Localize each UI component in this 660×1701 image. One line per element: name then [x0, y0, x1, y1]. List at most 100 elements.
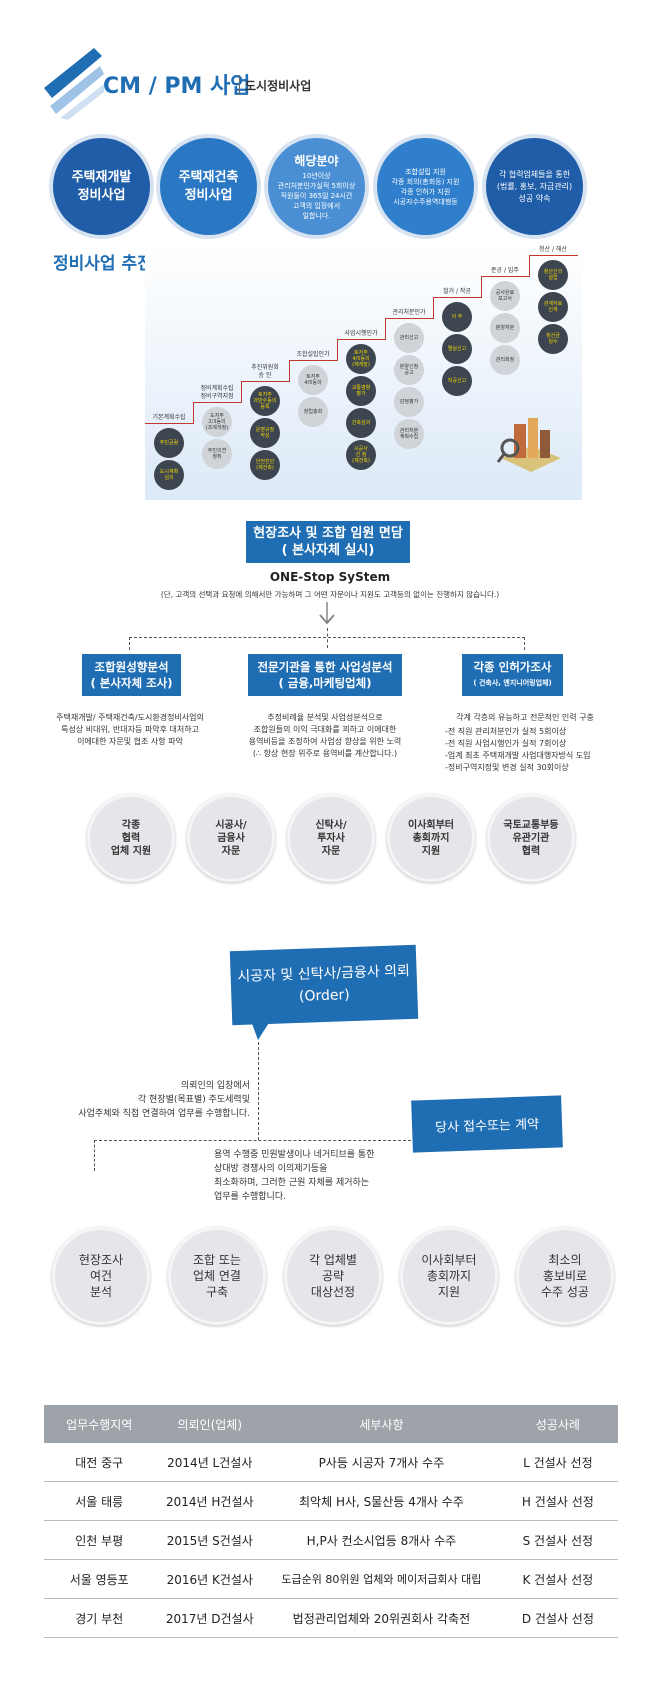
analysis-line2: ( 금융,마케팅업체): [278, 676, 372, 690]
process-step-label: 사업시행인가: [344, 330, 378, 337]
table-cell: 2015년 S건설사: [154, 1520, 266, 1560]
contract-label: 당사 접수또는 계약: [434, 1116, 540, 1136]
circle-promise: 각 협력업체들을 통한 (법률, 홍보, 자금관리) 성공 약속: [486, 138, 583, 235]
table-cell: 2017년 D건설사: [154, 1598, 266, 1638]
list-item: -전 직원 사업시행인가 실적 7회이상: [445, 739, 567, 748]
table-cell: 대전 중구: [44, 1443, 155, 1482]
circle-label: 10년이상 관리처분인가실적 5회이상 직원들이 365일 24시간 고객의 입…: [277, 172, 356, 220]
circle-title: 해당분야: [294, 154, 339, 168]
support-label: 각종 협력 업체 지원: [110, 819, 152, 857]
process-step-circle: 안전진단 (재건축): [250, 450, 280, 480]
process-step-circle: 관계자료 인계: [538, 292, 568, 322]
result-label: 이사회부터 총회까지 지원: [421, 1253, 477, 1299]
analysis-note-member: 주택재개발/ 주택재건축/도시환경정비사업의 특성상 비대위, 반대자등 파악후…: [56, 713, 204, 746]
process-step-circle: 이 주: [442, 302, 472, 332]
table-row: 서울 태릉 2014년 H건설사 최악체 H사, S물산등 4개사 수주 H 건…: [44, 1481, 618, 1521]
table-header-row: 업무수행지역 의뢰인(업체) 세부사항 성공사례: [44, 1405, 618, 1443]
table-cell: 경기 부천: [44, 1598, 155, 1638]
list-item: -전 직원 관리처분인가 실적 5회이상: [445, 727, 567, 736]
process-step-circle: 도지주 2/3동의 (조례개정): [202, 407, 232, 437]
process-step-circle: 창립총회: [298, 397, 328, 427]
connector-line: [94, 1140, 411, 1171]
order-line2: (Order): [298, 987, 351, 1005]
analysis-line1: 전문기관을 통한 사업성분석: [257, 660, 393, 674]
result-circle: 각 업체별 공략 대상선정: [284, 1227, 382, 1325]
page-subtitle: 도시정비사업: [245, 79, 312, 93]
result-circle: 이사회부터 총회까지 지원: [400, 1227, 498, 1325]
process-step-circle: 주민공람: [154, 428, 184, 458]
process-step-circle: 멸실신고: [442, 334, 472, 364]
analysis-business-button: 전문기관을 통한 사업성분석 ( 금융,마케팅업체): [248, 654, 402, 696]
circle-redevelopment: 주택재개발 정비사업: [53, 138, 150, 235]
process-step-label: 기본계획수립: [152, 414, 186, 421]
process-step-label: 청산 / 해산: [539, 246, 567, 253]
process-step-line: [337, 339, 386, 361]
result-label: 각 업체별 공략 대상선정: [309, 1253, 357, 1299]
circle-support: 조합설립 지원 각종 회의(총회등) 지원 각종 인허가 지원 시공자수주용역대…: [377, 138, 474, 235]
result-circle: 최소의 홍보비로 수주 성공: [516, 1227, 614, 1325]
page-title: CM / PM 사업: [103, 74, 251, 99]
order-line1: 시공자 및 신탁사/금융사 의뢰: [237, 962, 411, 986]
table-cell: P사등 시공자 7개사 수주: [265, 1443, 498, 1482]
table-cell: 2014년 L건설사: [154, 1443, 266, 1482]
title-divider: [239, 75, 240, 95]
process-step-circle: 운영규정 작성: [250, 418, 280, 448]
process-step-circle: 시공사 선 정 (재건축): [346, 440, 376, 470]
result-label: 현장조사 여건 분석: [78, 1253, 124, 1299]
process-step-line: [481, 276, 530, 298]
circle-label: 각 협력업체들을 통한 (법률, 홍보, 자금관리) 성공 약속: [496, 169, 573, 203]
building-illustration-icon: [496, 418, 561, 472]
support-circle: 신탁사/ 투자사 자문: [287, 794, 375, 882]
table-row: 대전 중구 2014년 L건설사 P사등 시공자 7개사 수주 L 건설사 선정: [44, 1443, 618, 1482]
circle-label: 조합설립 지원 각종 회의(총회등) 지원 각종 인허가 지원 시공자수주용역대…: [391, 167, 460, 206]
process-step-line: [145, 423, 193, 445]
table-cell: 서울 태릉: [44, 1481, 155, 1521]
list-item: -업계 최초 주택재개발 사업대행자방식 도입: [445, 751, 591, 760]
support-label: 이사회부터 총회까지 지원: [408, 819, 454, 857]
survey-button: 현장조사 및 조합 임원 면담 ( 본사자체 실시): [246, 521, 410, 563]
process-step-circle: 토지주 과반수동의 등록: [250, 386, 280, 416]
process-step-circle: 토지주 4/5동의: [298, 365, 328, 395]
onestop-note: (단, 고객의 선택과 요청에 의해서만 가능하며 그 어떤 자문이나 지원도 …: [160, 590, 500, 599]
process-step-circle: 공사완료 보고서: [490, 281, 520, 311]
result-circle: 조합 또는 업체 연결 구축: [168, 1227, 266, 1325]
result-circle: 현장조사 여건 분석: [52, 1227, 150, 1325]
table-cell: 도급순위 80위원 업체와 메이저급회사 대립: [265, 1559, 498, 1599]
analysis-member-button: 조합원성향분석 ( 본사자체 조사): [82, 654, 181, 696]
support-label: 신탁사/ 투자사 자문: [315, 819, 347, 857]
table-cell: L 건설사 선정: [497, 1443, 618, 1482]
process-step-label: 관리처분인가: [392, 309, 426, 316]
process-step-line: [241, 381, 290, 403]
support-circle: 이사회부터 총회까지 지원: [387, 794, 475, 882]
table-cell: 2016년 K건설사: [154, 1559, 266, 1599]
table-cell: 서울 영등포: [44, 1559, 155, 1599]
analysis-line1: 각종 인허가조사: [473, 660, 552, 674]
support-circle: 국토교통부등 유관기관 협력: [487, 794, 575, 882]
support-label: 시공사/ 금융사 자문: [215, 819, 247, 857]
process-step-circle: 주민의견 청취: [202, 439, 232, 469]
circle-reconstruction: 주택재건축 정비사업: [160, 138, 257, 235]
process-step-line: [193, 402, 242, 424]
column-header: 성공사례: [497, 1405, 618, 1443]
process-step-circle: 관리처분 계획수립: [394, 419, 424, 449]
support-circle: 시공사/ 금융사 자문: [187, 794, 275, 882]
table-row: 인천 부평 2015년 S건설사 H,P사 컨소시업등 8개사 수주 S 건설사…: [44, 1520, 618, 1560]
analysis-permit-button: 각종 인허가조사 ( 건축사, 엔지니어링업체): [462, 654, 563, 696]
process-step-label: 조합설립인가: [296, 351, 330, 358]
support-label: 국토교통부등 유관기관 협력: [503, 819, 559, 857]
process-step-circle: 분양처분: [490, 313, 520, 343]
process-step-label: 추진위원회 승 인: [251, 364, 279, 379]
contract-box: 당사 접수또는 계약: [411, 1095, 563, 1153]
process-step-label: 준공 / 입주: [491, 267, 519, 274]
permit-list: -전 직원 관리처분인가 실적 5회이상 -전 직원 사업시행인가 실적 7회이…: [445, 726, 591, 774]
success-cases-table: 업무수행지역 의뢰인(업체) 세부사항 성공사례 대전 중구 2014년 L건설…: [44, 1405, 618, 1638]
table-cell: S 건설사 선정: [497, 1520, 618, 1560]
order-left-note: 의뢰인의 입장에서 각 현장별(목표별) 주도세력및 사업주체와 직접 연결하여…: [78, 1081, 250, 1119]
process-step-circle: 건축심의: [346, 408, 376, 438]
column-header: 업무수행지역: [44, 1405, 155, 1443]
analysis-line1: 조합원성향분석: [94, 660, 169, 674]
result-label: 최소의 홍보비로 수주 성공: [541, 1253, 589, 1299]
table-cell: K 건설사 선정: [497, 1559, 618, 1599]
process-step-circle: 청산금 징수: [538, 324, 568, 354]
